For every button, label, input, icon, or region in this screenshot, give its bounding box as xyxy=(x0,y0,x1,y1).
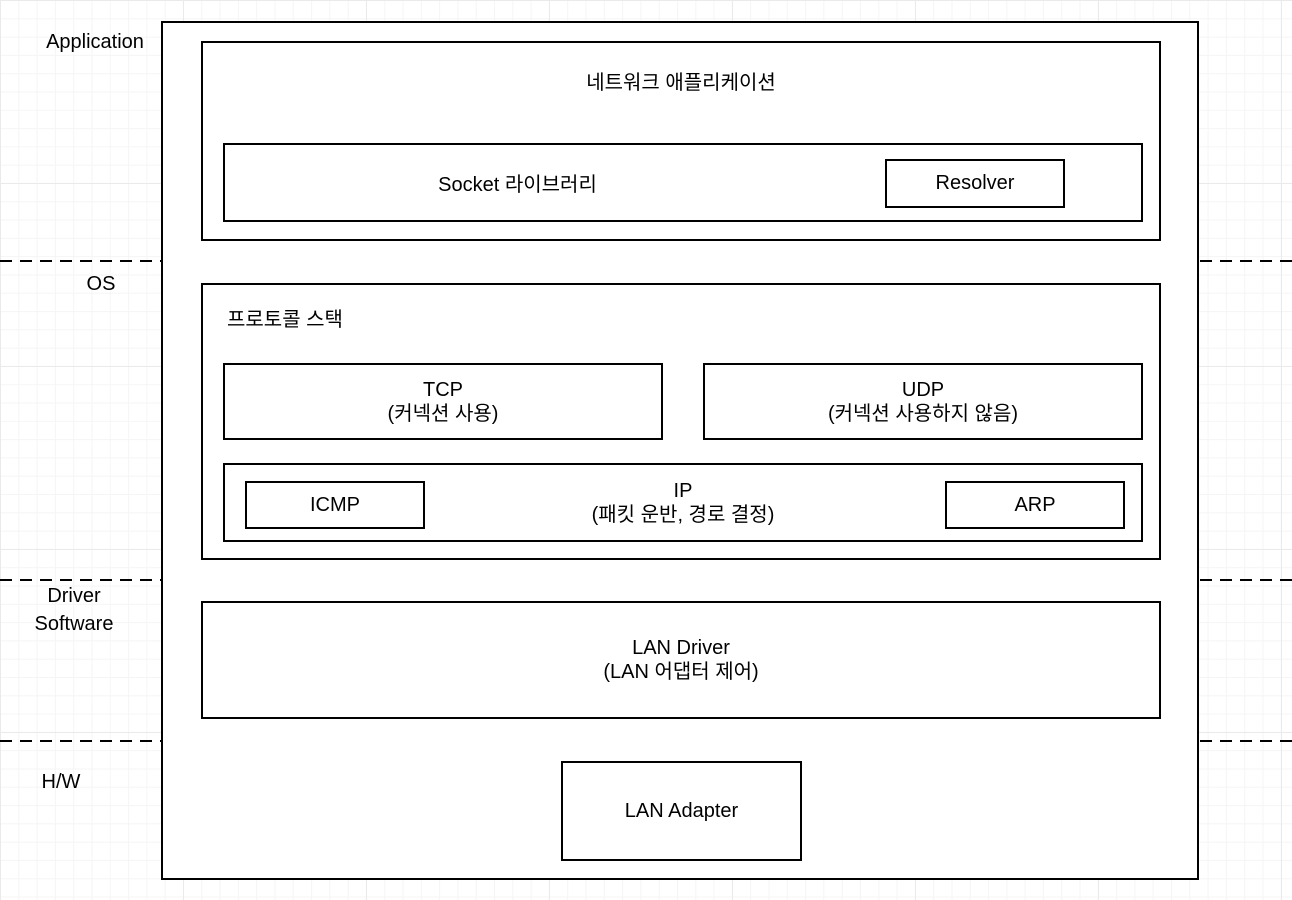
lan-driver-box: LAN Driver (LAN 어댑터 제어) xyxy=(201,601,1161,719)
lan-driver-desc: (LAN 어댑터 제어) xyxy=(603,661,759,683)
ip-name: IP xyxy=(673,479,693,502)
lan-adapter-box: LAN Adapter xyxy=(561,761,802,861)
udp-name: UDP xyxy=(901,378,945,401)
layer-label-os: OS xyxy=(86,273,116,295)
arp-box: ARP xyxy=(945,481,1125,529)
tcp-box: TCP (커넥션 사용) xyxy=(223,363,663,440)
network-application-box: 네트워크 애플리케이션 Socket 라이브러리 Resolver xyxy=(201,41,1161,241)
socket-library-box: Socket 라이브러리 Resolver xyxy=(223,143,1143,222)
ip-desc: (패킷 운반, 경로 결정) xyxy=(591,503,775,526)
protocol-stack-title: 프로토콜 스택 xyxy=(227,309,343,331)
layer-label-driver-software: Driver Software xyxy=(34,585,114,635)
tcp-name: TCP xyxy=(423,378,463,401)
udp-box: UDP (커넥션 사용하지 않음) xyxy=(703,363,1143,440)
ip-box: IP (패킷 운반, 경로 결정) ICMP ARP xyxy=(223,463,1143,542)
protocol-stack-box: 프로토콜 스택 TCP (커넥션 사용) UDP (커넥션 사용하지 않음) I… xyxy=(201,283,1161,560)
socket-library-label: Socket 라이브러리 xyxy=(438,174,597,196)
lan-driver-name: LAN Driver xyxy=(632,637,730,659)
udp-desc: (커넥션 사용하지 않음) xyxy=(827,402,1019,425)
layer-label-hw: H/W xyxy=(41,771,81,793)
layer-label-application: Application xyxy=(46,31,144,53)
tcp-desc: (커넥션 사용) xyxy=(387,402,499,425)
icmp-box: ICMP xyxy=(245,481,425,529)
network-application-title: 네트워크 애플리케이션 xyxy=(586,72,776,94)
resolver-box: Resolver xyxy=(885,159,1065,208)
